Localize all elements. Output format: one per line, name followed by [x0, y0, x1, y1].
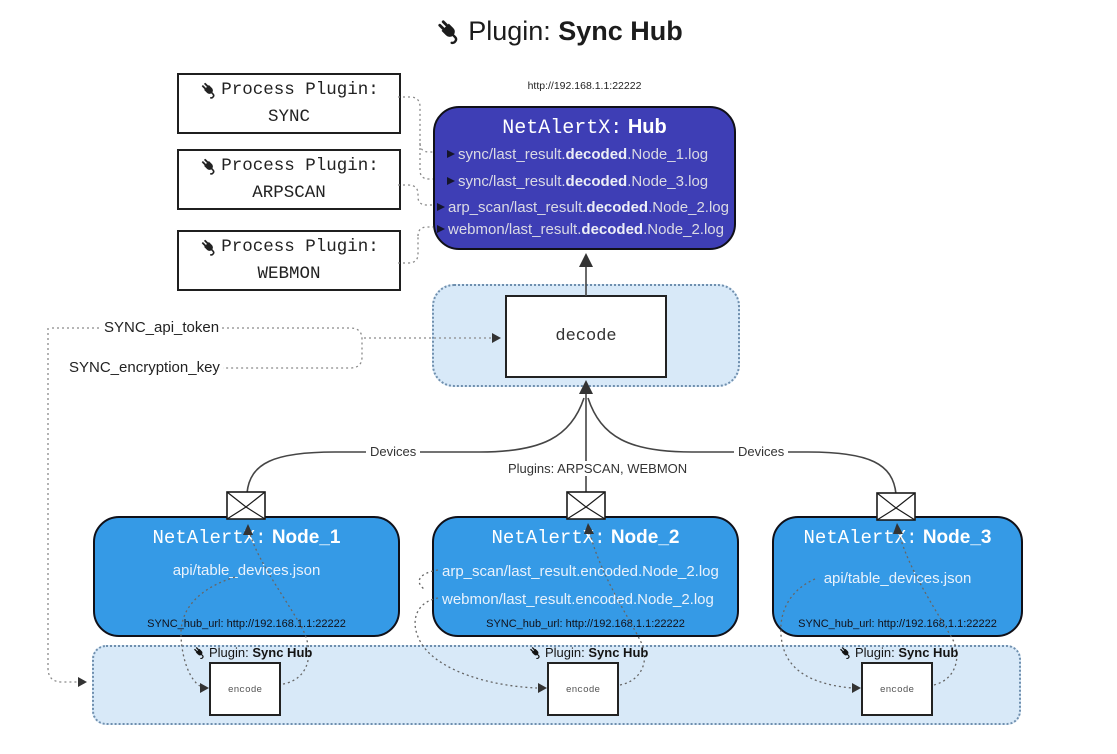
log-text-bold: decoded	[581, 220, 644, 238]
plug-icon	[838, 645, 853, 660]
hub-log-line: arp_scan/last_result.decoded.Node_2.log	[435, 198, 734, 216]
node-title-label: NetAlertX:	[491, 527, 606, 549]
log-text: arp_scan/last_result.	[448, 198, 587, 216]
node-title-label: NetAlertX:	[803, 527, 918, 549]
node-file: arp_scan/last_result.encoded.Node_2.log	[442, 563, 719, 580]
envelope-icon-node2	[566, 491, 606, 520]
log-text-bold: decoded	[565, 172, 628, 190]
log-text: .Node_3.log	[627, 172, 709, 190]
process-plugin-name: ARPSCAN	[252, 182, 326, 203]
connector-arpscan-to-hub	[398, 184, 433, 206]
arrowhead	[579, 253, 593, 267]
process-plugin-box-arpscan: Process Plugin: ARPSCAN	[177, 149, 401, 210]
arrow-right-icon	[437, 203, 445, 211]
node-title-name: Node_2	[610, 527, 680, 548]
node-title: NetAlertX: Node_2	[434, 527, 737, 549]
plug-icon	[199, 237, 219, 257]
process-plugin-label: Process Plugin:	[221, 80, 379, 101]
plug-icon	[199, 156, 219, 176]
edge-label-devices-right: Devices	[734, 444, 789, 459]
encode-box: encode	[209, 662, 281, 716]
hub-title: NetAlertX: Hub	[435, 116, 734, 140]
node-box-node3: NetAlertX: Node_3 api/table_devices.json…	[772, 516, 1023, 637]
hub-title-label: NetAlertX:	[502, 117, 623, 140]
config-left-drop	[47, 328, 78, 683]
sync-hub-plugin-label: Plugin: Sync Hub	[528, 644, 648, 661]
connector-webmon-to-hub	[398, 236, 419, 264]
node-title: NetAlertX: Node_1	[95, 527, 398, 549]
process-plugin-label: Process Plugin:	[221, 237, 379, 258]
plug-icon	[199, 80, 219, 100]
node-hub-url: SYNC_hub_url: http://192.168.1.1:22222	[486, 618, 685, 630]
config-sync-api-token: SYNC_api_token	[101, 319, 223, 336]
plug-icon	[434, 16, 464, 46]
node-hub-url: SYNC_hub_url: http://192.168.1.1:22222	[798, 618, 997, 630]
sync-hub-plugin-label: Plugin: Sync Hub	[838, 644, 958, 661]
edge-label-devices-left: Devices	[366, 444, 421, 459]
envelope-icon-node1	[226, 491, 266, 520]
hub-box: NetAlertX: Hub sync/last_result.decoded.…	[433, 106, 736, 250]
log-text: .Node_2.log	[643, 220, 724, 238]
plugin-label: Plugin:	[545, 645, 585, 660]
encode-box: encode	[861, 662, 933, 716]
plug-icon	[528, 645, 543, 660]
log-text-bold: decoded	[586, 198, 649, 216]
plugin-name: Sync Hub	[588, 645, 649, 660]
hub-url: http://192.168.1.1:22222	[527, 80, 642, 92]
node-title-label: NetAlertX:	[152, 527, 267, 549]
node-box-node2: NetAlertX: Node_2 arp_scan/last_result.e…	[432, 516, 739, 637]
page-title-label: Plugin:	[468, 16, 551, 46]
hub-log-line: webmon/last_result.decoded.Node_2.log	[435, 220, 734, 238]
plugin-name: Sync Hub	[252, 645, 313, 660]
edge-label-plugins: Plugins: ARPSCAN, WEBMON	[504, 461, 692, 476]
decode-box: decode	[505, 295, 667, 378]
plugin-name: Sync Hub	[898, 645, 959, 660]
log-text: .Node_2.log	[648, 198, 729, 216]
plugin-label: Plugin:	[209, 645, 249, 660]
plug-icon	[192, 645, 207, 660]
node-title-name: Node_1	[271, 527, 341, 548]
process-plugin-box-webmon: Process Plugin: WEBMON	[177, 230, 401, 291]
node-box-node1: NetAlertX: Node_1 api/table_devices.json…	[93, 516, 400, 637]
page-title-name: Sync Hub	[558, 16, 683, 46]
arrow-right-icon	[437, 225, 445, 233]
process-plugin-box-sync: Process Plugin: SYNC	[177, 73, 401, 134]
plugin-label: Plugin:	[855, 645, 895, 660]
node-hub-url: SYNC_hub_url: http://192.168.1.1:22222	[147, 618, 346, 630]
config-sync-encryption-key: SYNC_encryption_key	[66, 359, 223, 376]
page-title: Plugin: Sync Hub	[0, 16, 1117, 47]
node-file: webmon/last_result.encoded.Node_2.log	[442, 591, 714, 608]
arrowhead	[78, 677, 87, 687]
process-plugin-name: SYNC	[267, 106, 310, 127]
hub-title-name: Hub	[627, 116, 667, 138]
node-title-name: Node_3	[922, 527, 992, 548]
node-file: api/table_devices.json	[172, 562, 321, 579]
connector-sync-to-hub2	[419, 143, 433, 180]
connector-sync-to-hub	[398, 96, 433, 153]
node-file: api/table_devices.json	[823, 570, 972, 587]
node-title: NetAlertX: Node_3	[774, 527, 1021, 549]
log-text-bold: decoded	[565, 145, 628, 163]
sync-hub-plugin-label: Plugin: Sync Hub	[192, 644, 312, 661]
process-plugin-name: WEBMON	[257, 263, 321, 284]
encode-box: encode	[547, 662, 619, 716]
log-text: sync/last_result.	[458, 172, 566, 190]
log-text: .Node_1.log	[627, 145, 709, 163]
process-plugin-label: Process Plugin:	[221, 156, 379, 177]
hub-log-line: sync/last_result.decoded.Node_3.log	[435, 172, 734, 190]
log-text: sync/last_result.	[458, 145, 566, 163]
log-text: webmon/last_result.	[448, 220, 582, 238]
arrow-right-icon	[447, 150, 455, 158]
hub-log-line: sync/last_result.decoded.Node_1.log	[435, 145, 734, 163]
connector-webmon-to-hub-b	[417, 226, 433, 237]
arrow-right-icon	[447, 177, 455, 185]
